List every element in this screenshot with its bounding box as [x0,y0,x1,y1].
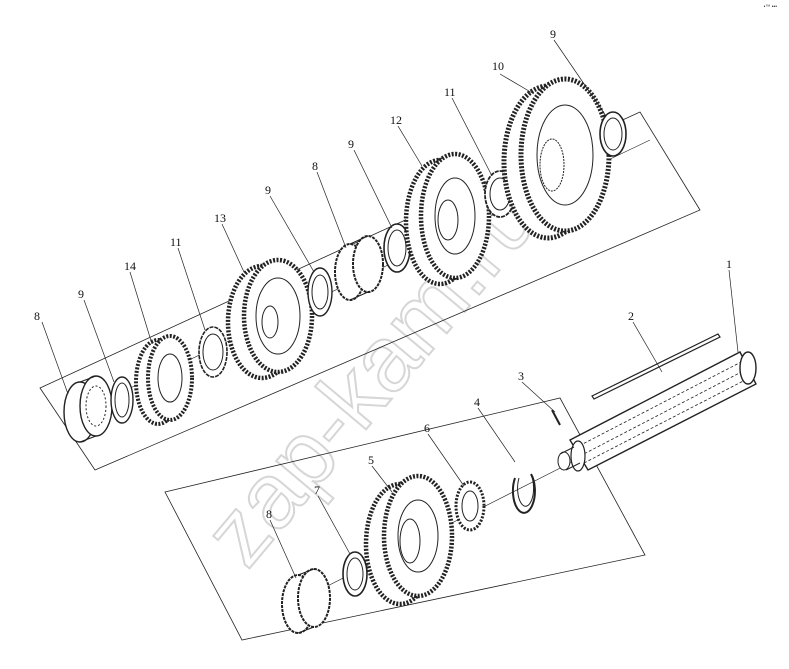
callout-7: 7 [314,483,320,497]
callout-6: 6 [424,421,430,435]
callout-13: 13 [214,211,226,225]
callout-4: 4 [474,395,480,409]
part-6-sprocket-ring [454,480,486,532]
part-5-gear [363,473,455,607]
leader-lines [41,39,739,579]
lower-frame [164,397,646,641]
callout-9-d: 9 [550,27,556,41]
callout-10: 10 [492,59,504,73]
part-8-bearing-left [63,375,113,443]
part-13-gear [225,257,315,381]
callout-8-left: 8 [34,309,40,323]
callout-5: 5 [368,453,374,467]
part-9-washer-1 [110,376,134,424]
corner-mark: •™ ••• [763,4,777,10]
part-9-washer-3 [383,223,411,273]
part-7-washer [342,551,368,597]
part-11-ring-1 [198,326,228,378]
part-9-washer-2 [307,267,333,317]
callout-9-a: 9 [78,287,84,301]
callout-14: 14 [124,259,136,273]
callout-3: 3 [518,369,524,383]
part-4-snap-ring [511,473,536,514]
callout-1: 1 [726,257,732,271]
part-1-splined-shaft [557,351,757,472]
callout-8-middle: 8 [312,159,318,173]
part-2-rod [591,333,721,400]
callout-9-b: 9 [265,183,271,197]
part-14-gear [134,334,194,426]
part-9-washer-4 [599,111,627,157]
callout-labels: 1 2 3 4 5 6 7 8 8 8 9 9 9 9 10 11 11 12 … [34,27,732,521]
callout-2: 2 [628,309,634,323]
callout-8-lower: 8 [266,507,272,521]
part-12-gear [403,151,492,287]
callout-11-a: 11 [170,235,182,249]
part-10-gear [501,76,612,241]
callout-12: 12 [390,113,402,127]
part-8-bearing-middle [334,235,384,301]
callout-9-c: 9 [348,137,354,151]
part-8-bearing-lower [281,568,331,634]
callout-11-b: 11 [444,85,456,99]
part-3-pin [551,409,561,426]
